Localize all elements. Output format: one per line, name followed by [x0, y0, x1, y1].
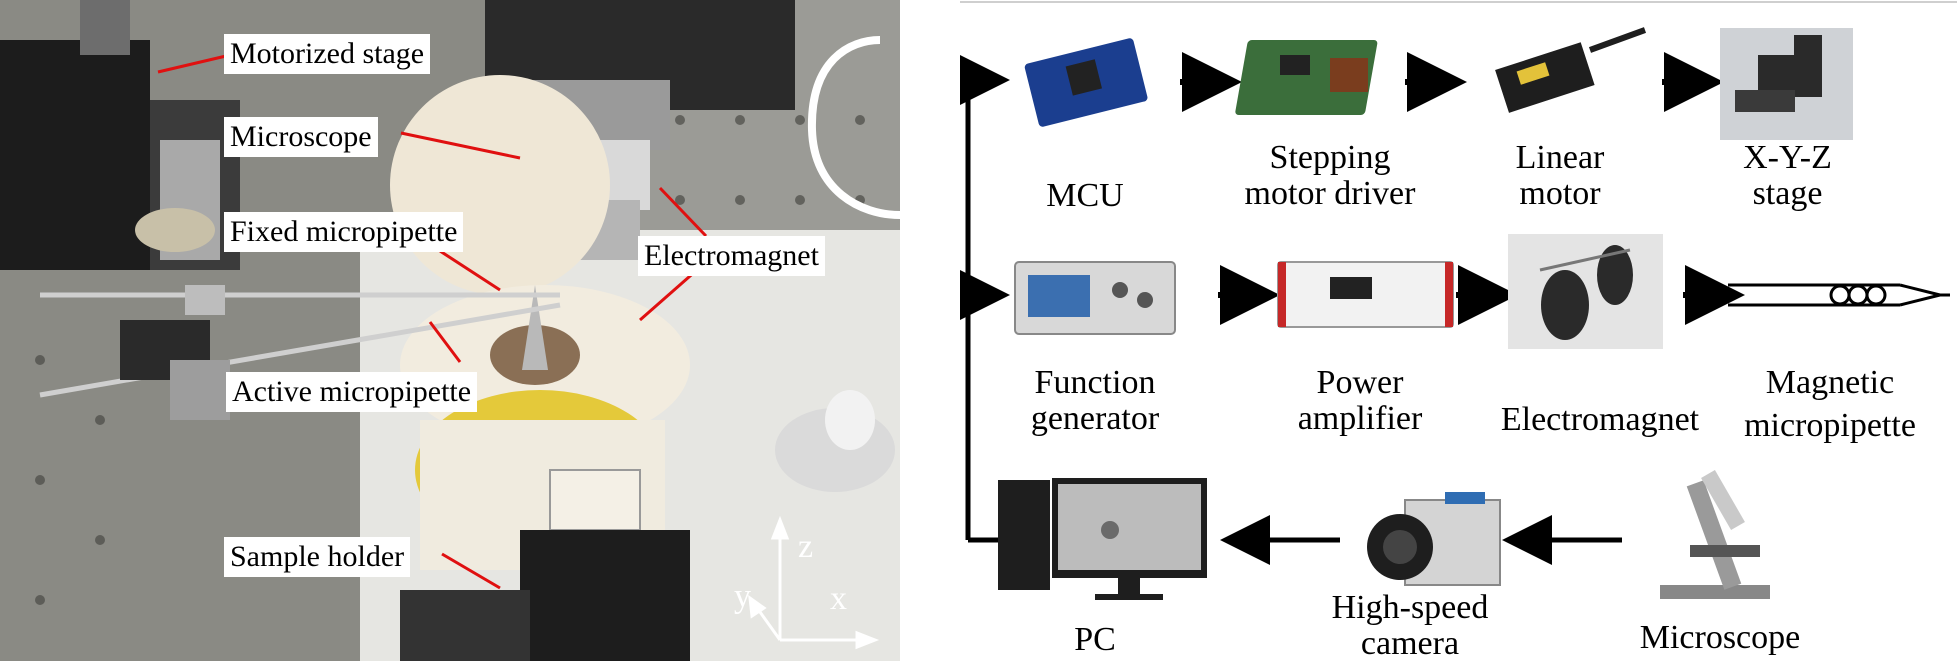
setup-illustration — [0, 0, 900, 661]
label-xyz-stage-line1: X-Y-Z — [1743, 139, 1832, 176]
label-function-generator-line2: generator — [1030, 400, 1160, 437]
label-stepping-motor-driver-line2: motor driver — [1244, 175, 1416, 212]
high-speed-camera-icon — [1367, 492, 1501, 586]
callout-line-active-micropipette — [428, 321, 462, 363]
function-generator-icon — [1014, 261, 1176, 335]
xyz-stage-icon — [1720, 28, 1853, 140]
label-function-generator-line1: Function — [1034, 364, 1156, 401]
label-power-amplifier-line2: amplifier — [1297, 400, 1423, 437]
label-mcu: MCU — [1046, 177, 1124, 214]
label-high-speed-camera-line1: High-speed — [1331, 589, 1489, 626]
callout-electromagnet: Electromagnet — [638, 236, 825, 276]
system-block-diagram: MCU Stepping motor driver Linear motor X… — [900, 0, 1957, 662]
microscope-icon — [1660, 470, 1770, 599]
axis-label-z: z — [798, 528, 814, 565]
label-linear-motor-line1: Linear — [1515, 139, 1605, 176]
label-stepping-motor-driver-line1: Stepping — [1269, 139, 1391, 176]
label-magnetic-micropipette-line2: micropipette — [1744, 407, 1916, 444]
experimental-setup-photo: Motorized stage Microscope Fixed micropi… — [0, 0, 900, 661]
callout-line-sample-holder — [441, 552, 501, 590]
callout-microscope: Microscope — [224, 117, 378, 157]
label-magnetic-micropipette-line1: Magnetic — [1765, 364, 1895, 401]
label-microscope: Microscope — [1639, 619, 1801, 656]
linear-motor-icon — [1495, 27, 1647, 113]
stepping-motor-driver-icon — [1235, 40, 1378, 115]
callout-line-electromagnet-1 — [658, 186, 708, 238]
label-pc: PC — [1074, 621, 1116, 658]
callout-motorized-stage: Motorized stage — [224, 34, 431, 74]
label-xyz-stage-line2: stage — [1752, 175, 1823, 212]
electromagnet-icon — [1508, 234, 1663, 349]
callout-fixed-micropipette: Fixed micropipette — [224, 212, 464, 252]
pc-icon — [998, 478, 1207, 600]
callout-active-micropipette: Active micropipette — [226, 372, 478, 412]
magnetic-micropipette-icon — [1728, 283, 1950, 307]
diagram-graphics — [960, 1, 1957, 600]
axis-label-y: y — [734, 578, 751, 615]
label-linear-motor-line2: motor — [1519, 175, 1601, 212]
label-power-amplifier-line1: Power — [1316, 364, 1404, 401]
control-bus-line — [960, 55, 1010, 543]
axis-label-x: x — [830, 580, 847, 617]
label-high-speed-camera-line2: camera — [1360, 625, 1460, 662]
callout-line-microscope — [400, 131, 521, 160]
mcu-board-icon — [1024, 38, 1148, 127]
callout-sample-holder: Sample holder — [224, 537, 411, 577]
power-amplifier-icon — [1277, 261, 1454, 328]
coordinate-axes-icon — [748, 515, 880, 650]
label-electromagnet: Electromagnet — [1500, 401, 1700, 438]
callout-line-fixed-micropipette — [439, 249, 501, 292]
callout-line-motorized-stage — [157, 54, 227, 74]
